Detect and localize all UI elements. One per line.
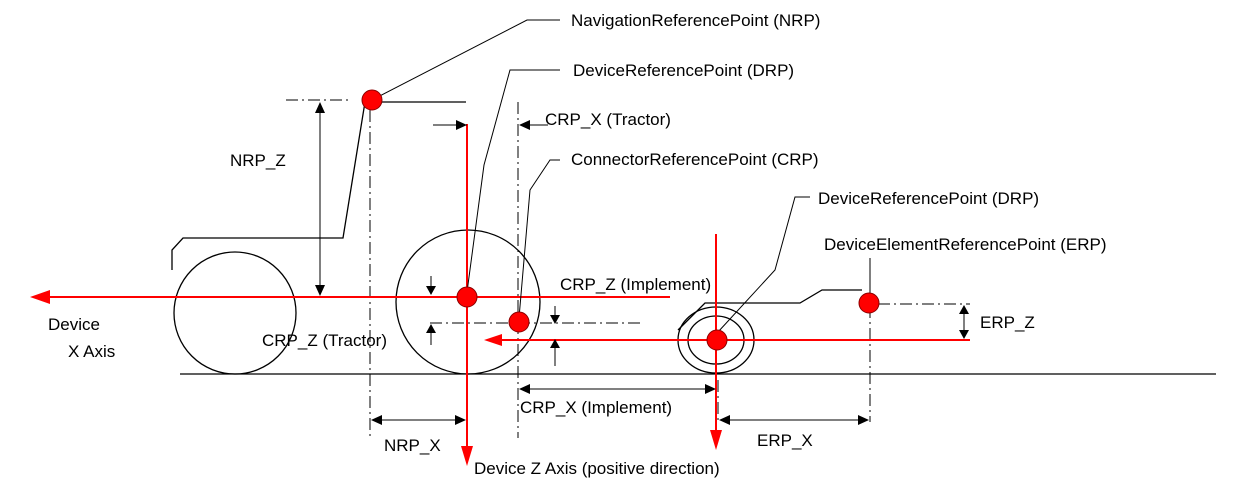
crp-x-implement-dimension xyxy=(519,384,716,394)
device-x-axis-label-line1: Device xyxy=(48,315,100,334)
device-z-axis xyxy=(461,124,473,466)
erp-label: DeviceElementReferencePoint (ERP) xyxy=(824,235,1107,254)
erp-x-dimension xyxy=(719,415,869,425)
nrp-label: NavigationReferencePoint (NRP) xyxy=(571,11,820,30)
tractor-rear-wheel xyxy=(173,251,297,375)
crp-z-implement-dimension xyxy=(550,306,560,366)
crp-point xyxy=(508,311,530,333)
erp-x-label: ERP_X xyxy=(757,431,813,450)
device-z-axis-label: Device Z Axis (positive direction) xyxy=(474,459,720,478)
erp-point xyxy=(858,292,880,314)
erp-z-dimension xyxy=(959,305,969,339)
leader-lines xyxy=(371,19,871,333)
drp-implement-point xyxy=(706,329,728,351)
crp-x-tractor-label: CRP_X (Tractor) xyxy=(545,110,671,129)
crp-x-tractor-arrowhead xyxy=(519,120,530,130)
nrp-point xyxy=(361,89,383,111)
erp-z-label: ERP_Z xyxy=(980,313,1035,332)
crp-label: ConnectorReferencePoint (CRP) xyxy=(571,150,819,169)
device-x-axis xyxy=(30,290,670,304)
reference-lines xyxy=(286,99,970,440)
drp-implement-label: DeviceReferencePoint (DRP) xyxy=(818,189,1039,208)
nrp-z-label: NRP_Z xyxy=(230,151,286,170)
implement-x-axis xyxy=(484,334,970,346)
crp-z-tractor-dimension xyxy=(426,276,436,345)
crp-z-implement-label: CRP_Z (Implement) xyxy=(560,275,711,294)
nrp-z-dimension xyxy=(315,102,325,296)
drp-tractor-label: DeviceReferencePoint (DRP) xyxy=(573,61,794,80)
crp-x-implement-label: CRP_X (Implement) xyxy=(520,398,672,417)
drp-tractor-point xyxy=(456,286,478,308)
implement-outline xyxy=(677,289,862,374)
nrp-x-dimension xyxy=(371,415,466,425)
nrp-x-label: NRP_X xyxy=(384,436,441,455)
device-x-axis-label-line2: X Axis xyxy=(68,342,115,361)
crp-z-tractor-label: CRP_Z (Tractor) xyxy=(262,331,387,350)
drp-x-arrowhead xyxy=(456,120,467,130)
